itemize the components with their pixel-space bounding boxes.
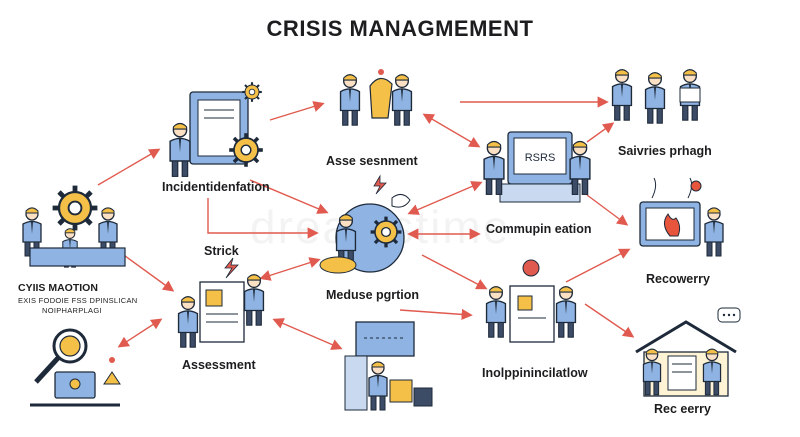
incident-label: Incidentidenfation xyxy=(162,180,270,194)
inoppin-illustration xyxy=(485,259,577,343)
sairies-illustration xyxy=(611,69,701,124)
assessment-low-label: Assessment xyxy=(182,358,256,372)
inoppin-label: Inolppinincilatlow xyxy=(482,366,588,380)
recovery-low-label: Rec eerry xyxy=(654,402,711,416)
lightning-icon xyxy=(224,257,239,279)
recovery-fire-illustration xyxy=(639,177,724,257)
strick-label: Strick xyxy=(204,244,239,258)
medusa-label: Meduse pgrtion xyxy=(326,288,420,302)
magnifier-laptop-illustration xyxy=(30,328,121,407)
crisis-motion-sub1: EXIS FODOIE FSS DPINSLICAN xyxy=(18,296,138,305)
communication-illustration: RSRS xyxy=(483,131,591,203)
assessment-low-illustration xyxy=(177,274,265,348)
communication-label: Commupin eation xyxy=(486,222,592,236)
recovery-house-illustration xyxy=(635,307,741,397)
crisis-motion-sub2: NOIPHARPLAGI xyxy=(42,306,102,315)
operations-illustration xyxy=(344,321,433,411)
connector-arrows xyxy=(97,96,635,350)
assessment-top-label: Asse sesnment xyxy=(326,154,418,168)
sairies-label: Saivries prhagh xyxy=(618,144,712,158)
crisis-motion-illustration xyxy=(22,186,126,268)
lightning-icon xyxy=(373,174,387,195)
incident-illustration xyxy=(169,81,265,178)
crisis-motion-label: CYIIS MAOTION xyxy=(18,282,98,294)
recovery-mid-label: Recowerry xyxy=(646,272,710,286)
assessment-top-illustration xyxy=(339,69,413,126)
screen-text: RSRS xyxy=(525,152,556,164)
medusa-illustration xyxy=(319,194,411,274)
page-title: CRISIS MANAGMEMENT xyxy=(266,16,534,41)
